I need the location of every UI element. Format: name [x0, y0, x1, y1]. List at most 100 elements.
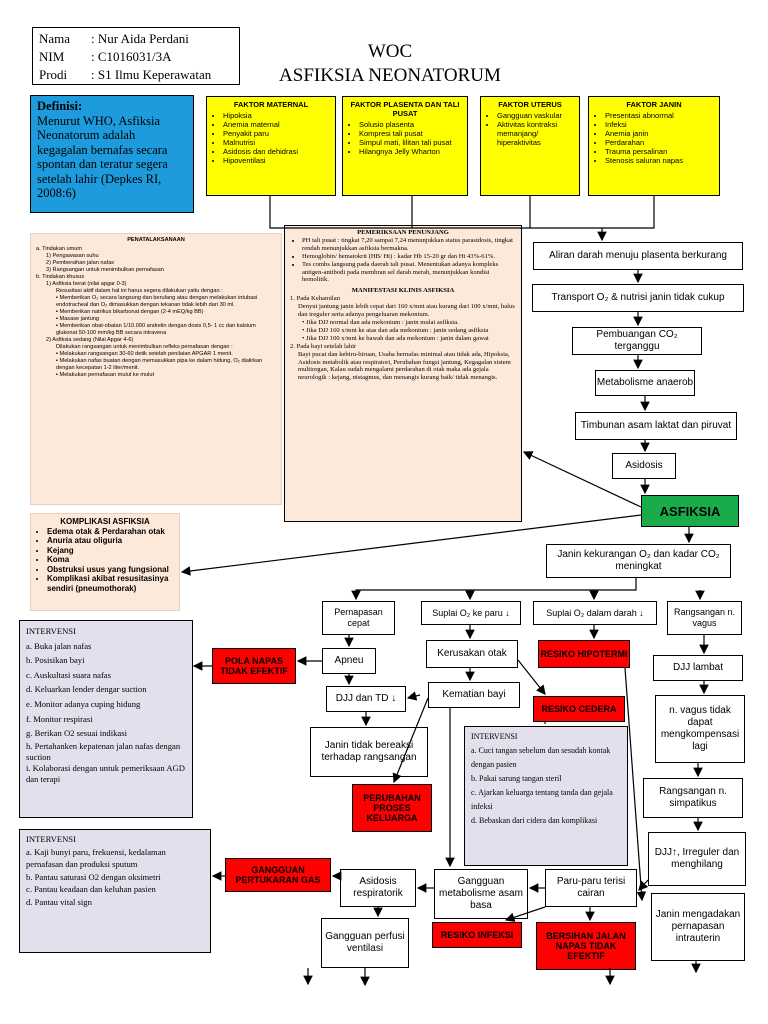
metabolisme-node: Metabolisme anaerob — [595, 370, 695, 396]
pola-napas-diagnosis: POLA NAPAS TIDAK EFEKTIF — [212, 648, 296, 684]
manifestasi-line: • Jika DJJ normal dan ada mekonium : jan… — [302, 318, 459, 326]
identity-box: Nama: Nur Aida Perdani NIM: C1016031/3A … — [32, 27, 240, 85]
rangsangan-simpatikus-node: Rangsangan n. simpatikus — [643, 778, 743, 818]
penatalaksanaan-line: ▪ Melakukan nafas buatan dengan memasukk… — [56, 358, 263, 371]
resiko-cedera-diagnosis: RESIKO CEDERA — [533, 696, 625, 722]
faktor-maternal-title: FAKTOR MATERNAL — [233, 100, 309, 109]
suplai-darah-node: Suplai O₂ dalam darah ↓ — [533, 601, 657, 625]
list-item: Hipoksia — [223, 111, 331, 120]
penatalaksanaan-line: ▪ Memberikan O₂ secara langsung dan beru… — [56, 295, 258, 308]
pemeriksaan-box: PEMERIKSAAN PENUNJANG PH tali pusat : ti… — [284, 225, 522, 522]
nim-row: NIM: C1016031/3A — [39, 48, 233, 66]
bersihan-jalan-diagnosis: BERSIHAN JALAN NAPAS TIDAK EFEKTIF — [536, 922, 636, 970]
penatalaksanaan-line: 3) Rangsangan untuk menimbulkan pernafas… — [46, 267, 164, 273]
connector-line — [351, 578, 637, 601]
list-item: d. Pantau vital sign — [26, 896, 92, 907]
list-item: c. Auskultasi suara nafas — [26, 669, 111, 680]
perubahan-proses-diagnosis: PERUBAHAN PROSES KELUARGA — [352, 784, 432, 832]
manifestasi-line: • Jika DJJ 160 x/mnt ke atas dan ada mek… — [302, 326, 489, 334]
manifestasi-line: • Jika DJJ 100 x/mnt ke bawah dan ada me… — [302, 334, 489, 342]
penatalaksanaan-line: Resusitasi aktif dalam hal ini harus seg… — [56, 288, 223, 294]
aliran-darah-node: Aliran darah menuju plasenta berkurang — [533, 242, 743, 270]
list-item: Gangguan vaskular — [497, 111, 575, 120]
gangguan-pertukaran-diagnosis: GANGGUAN PERTUKARAN GAS — [225, 858, 331, 892]
list-item: PH tali pusat : tingkat 7,20 sampai 7,24… — [302, 237, 516, 253]
prodi-label: Prodi — [39, 67, 68, 82]
nama-value: : Nur Aida Perdani — [91, 31, 189, 46]
list-item: b. Pantau saturasi O2 dengan oksimetri — [26, 871, 161, 882]
faktor-plasenta-title: FAKTOR PLASENTA DAN TALI PUSAT — [350, 100, 460, 118]
nim-value: : C1016031/3A — [91, 49, 172, 64]
definisi-text: Menurut WHO, Asfiksia Neonatorum adalah … — [37, 113, 168, 201]
title-line-1: WOC — [367, 41, 413, 62]
penatalaksanaan-line: ▪ Melakukan pernafasan mulut ke mulut — [56, 372, 155, 378]
transport-node: Transport O₂ & nutrisi janin tidak cukup — [532, 284, 744, 312]
pembuangan-node: Pembuangan CO₂ terganggu — [572, 327, 702, 355]
list-item: Hipoventilasi — [223, 156, 331, 165]
penatalaksanaan-line: ▪ Melakukan rangsangan 30-60 detik setel… — [56, 351, 233, 357]
komplikasi-title: KOMPLIKASI ASFIKSIA — [60, 517, 150, 526]
intervensi-2-title: INTERVENSI — [26, 834, 76, 844]
nama-row: Nama : Nur Aida Perdani — [39, 30, 233, 48]
penatalaksanaan-line: b. Tindakan khusus — [36, 274, 85, 280]
list-item: b. Posisikan bayi — [26, 655, 85, 666]
list-item: Hilangnya Jelly Wharton — [359, 147, 463, 156]
rangsangan-vagus-node: Rangsangan n. vagus — [667, 601, 742, 635]
pemeriksaan-list: PH tali pusat : tingkat 7,20 sampai 7,24… — [290, 237, 516, 284]
manifestasi-line: Denyut jantung janin lebih cepat dari 16… — [298, 303, 515, 319]
nama-label: Nama — [39, 31, 71, 46]
list-item: c. Ajarkan keluarga tentang tanda dan ge… — [471, 788, 613, 811]
list-item: Komplikasi akibat resusitasinya sendiri … — [47, 574, 175, 593]
list-item: Infeksi — [605, 120, 715, 129]
list-item: Asidosis dan dehidrasi — [223, 147, 331, 156]
list-item: Anemia janin — [605, 129, 715, 138]
asidosis-respiratorik-node: Asidosis respiratorik — [340, 869, 416, 907]
resiko-infeksi-diagnosis: RESIKO INFEKSI — [432, 922, 522, 948]
penatalaksanaan-line: 2) Pembersihan jalan nafas — [46, 260, 115, 266]
kerusakan-otak-node: Kerusakan otak — [426, 640, 518, 668]
djj-lambat-node: DJJ lambat — [653, 655, 743, 681]
manifestasi-line: Bayi pucat dan kebiru-biruan, Usaha bern… — [298, 350, 511, 382]
list-item: f. Monitor respirasi — [26, 713, 93, 724]
intervensi-1-box: INTERVENSI a. Buka jalan nafas b. Posisi… — [19, 620, 193, 818]
penatalaksanaan-title: PENATALAKSANAAN — [127, 237, 185, 243]
intervensi-2-box: INTERVENSI a. Kaji bunyi paru, frekuensi… — [19, 829, 211, 953]
kematian-bayi-node: Kematian bayi — [428, 682, 520, 708]
list-item: i. Kolaborasi dengan untuk pemeriksaan A… — [26, 762, 185, 784]
penatalaksanaan-line: 1) Asfiksia berat (nilai apgar 0-3) — [46, 281, 127, 287]
intervensi-1-title: INTERVENSI — [26, 626, 76, 636]
penatalaksanaan-line: ▪ Memberikan natrikus bikarbonat dengan … — [56, 309, 204, 315]
list-item: Trauma persalinan — [605, 147, 715, 156]
title-line-2: ASFIKSIA NEONATORUM — [279, 65, 501, 86]
list-item: h. Pertahanken kepatenan jalan nafas den… — [26, 740, 181, 762]
djj-ireguler-node: DJJ↑, Irreguler dan menghilang — [648, 832, 746, 886]
resiko-hipotermi-diagnosis: RESIKO HIPOTERMI — [538, 640, 630, 668]
faktor-plasenta-box: FAKTOR PLASENTA DAN TALI PUSAT Solusio p… — [342, 96, 468, 196]
intervensi-3-title: INTERVENSI — [471, 732, 518, 741]
faktor-maternal-list: Hipoksia Anemia maternal Penyakit paru M… — [211, 111, 331, 165]
faktor-uterus-list: Gangguan vaskular Aktivitas kontraksi me… — [485, 111, 575, 147]
list-item: Anuria atau oliguria — [47, 536, 175, 546]
timbunan-node: Timbunan asam laktat dan piruvat — [575, 412, 737, 440]
list-item: d. Bebaskan dari cidera dan komplikasi — [471, 816, 598, 825]
connector-line — [269, 196, 655, 229]
list-item: Edema otak & Perdarahan otak — [47, 527, 175, 537]
list-item: a. Kaji bunyi paru, frekuensi, kedalaman… — [26, 846, 166, 870]
penatalaksanaan-box: PENATALAKSANAAN a. Tindakan umum 1) Peng… — [30, 233, 282, 505]
list-item: Aktivitas kontraksi memanjang/ hiperakti… — [497, 120, 575, 147]
list-item: g. Berikan O2 sesuai indikasi — [26, 728, 127, 739]
list-item: e. Monitor adanya cuping hidung — [26, 698, 141, 709]
list-item: Kejang — [47, 546, 175, 556]
list-item: b. Pakai sarung tangan steril — [471, 774, 562, 783]
list-item: Tes combs langsung pada daerah tali pusa… — [302, 261, 516, 285]
asidosis-node: Asidosis — [612, 453, 676, 479]
list-item: Penyakit paru — [223, 129, 331, 138]
connector-line — [638, 879, 649, 891]
penatalaksanaan-line: 1) Pengawasan suhu — [46, 253, 99, 259]
list-item: Koma — [47, 555, 175, 565]
list-item: Hemoglobin/ hematokrit (HB/ Ht) : kadar … — [302, 253, 516, 261]
komplikasi-list: Edema otak & Perdarahan otak Anuria atau… — [35, 527, 175, 594]
janin-mengadakan-node: Janin mengadakan pernapasan intrauterin — [651, 893, 745, 961]
penatalaksanaan-line: a. Tindakan umum — [36, 246, 83, 252]
komplikasi-box: KOMPLIKASI ASFIKSIA Edema otak & Perdara… — [30, 513, 180, 611]
